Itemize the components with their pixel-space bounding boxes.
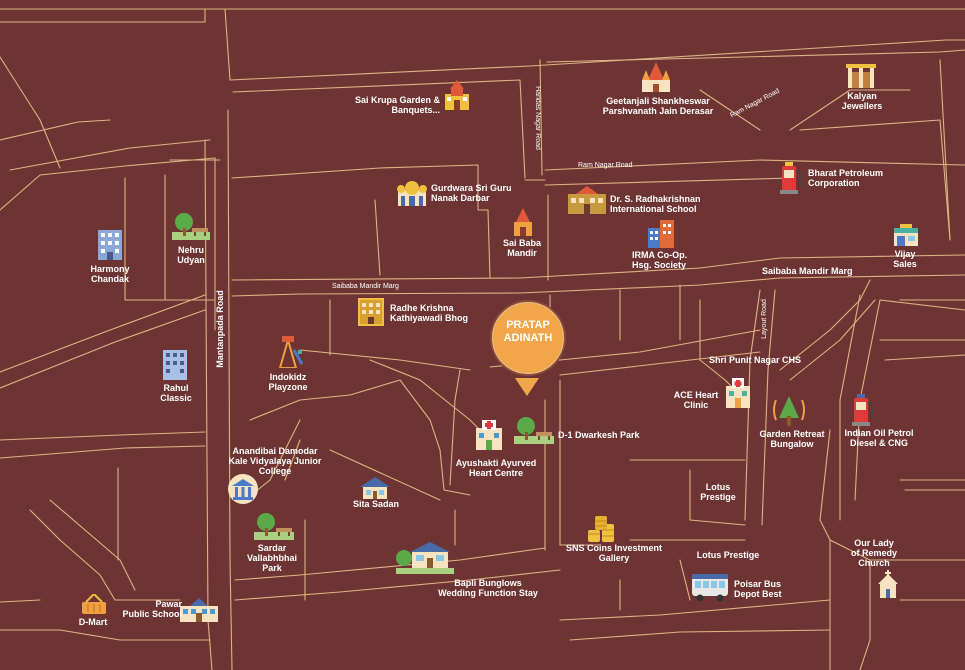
hospital-icon — [726, 378, 750, 408]
place-label-ayushakti: Ayushakti Ayurved Heart Centre — [455, 458, 537, 478]
place-label-sai-krupa: Sai Krupa Garden & Banquets... — [354, 95, 440, 115]
shop-icon — [894, 224, 918, 246]
road-label-haridas: Haridas Nagar Road — [534, 86, 541, 150]
park-icon — [254, 513, 294, 540]
road-label-saibaba-small: Saibaba Mandir Marg — [332, 283, 399, 290]
place-label-irma: IRMA Co-Op. Hsg. Society — [632, 250, 688, 270]
pin-arrow-icon — [515, 378, 539, 396]
place-label-harmony: Harmony Chandak — [90, 264, 130, 284]
place-label-poisar: Poisar Bus Depot Best — [734, 579, 782, 599]
place-label-sns-coins: SNS Coins Investment Gallery — [565, 543, 663, 563]
park-icon — [514, 417, 554, 444]
project-name: PRATAP ADINATH — [503, 319, 553, 344]
playground-icon — [278, 336, 304, 368]
place-label-d1-dwarkesh: D-1 Dwarkesh Park — [558, 430, 640, 440]
park-icon — [172, 213, 210, 240]
place-label-shri-punit: Shri Punit Nagar CHS — [708, 355, 801, 365]
building-icon — [163, 350, 187, 380]
place-label-bapli: Bapli Bunglows Wedding Function Stay — [438, 578, 538, 598]
place-label-sai-baba: Sai Baba Mandir — [502, 238, 542, 258]
bungalow-icon — [396, 542, 454, 574]
gurdwara-icon — [397, 181, 427, 206]
place-label-radhakrishnan: Dr. S. Radhakrishnan International Schoo… — [610, 194, 701, 214]
restaurant-icon — [358, 298, 384, 326]
fuel-pump-icon — [852, 394, 873, 426]
college-icon — [228, 474, 258, 504]
place-label-lotus-prestige-2: Lotus Prestige — [696, 550, 760, 560]
school-icon — [568, 186, 606, 214]
road-label-mantanpada: Mantanpada Road — [215, 290, 225, 368]
place-label-nehru-udyan: Nehru Udyan — [177, 245, 205, 265]
road-label-ram-nagar: Ram Nagar Road — [578, 162, 633, 169]
place-label-lotus-prestige-1: Lotus Prestige — [700, 482, 736, 502]
place-label-ace-heart: ACE Heart Clinic — [673, 390, 719, 410]
coins-icon — [588, 516, 614, 542]
place-label-anandibai: Anandibai Damodar Kale Vidyalaya Junior … — [228, 446, 322, 476]
place-label-our-lady: Our Lady of Remedy Church — [850, 538, 897, 568]
garden-tree-icon — [773, 396, 805, 426]
place-label-kalyan: Kalyan Jewellers — [841, 91, 883, 111]
church-icon — [878, 570, 898, 598]
project-location-pin[interactable]: PRATAP ADINATH — [492, 302, 564, 402]
shopping-basket-icon — [82, 594, 106, 614]
palace-icon — [445, 80, 469, 110]
pin-circle — [492, 302, 564, 374]
place-label-rahul-classic: Rahul Classic — [160, 383, 192, 403]
temple-icon — [642, 62, 670, 92]
place-label-indian-oil: Indian Oil Petrol Diesel & CNG — [844, 428, 914, 448]
place-label-pawar: Pawar Public School — [122, 599, 182, 619]
place-label-radhe-krishna: Radhe Krishna Kathiyawadi Bhog — [390, 303, 469, 323]
road-label-saibaba-big: Saibaba Mandir Marg — [762, 266, 853, 276]
place-label-garden-retreat: Garden Retreat Bungalow — [759, 429, 825, 449]
school-icon — [180, 598, 218, 622]
place-label-dmart: D-Mart — [78, 617, 108, 627]
building-icon — [98, 230, 122, 260]
place-label-geetanjali: Geetanjali Shankheswar Parshvanath Jain … — [602, 96, 714, 116]
place-label-gurdwara: Gurdwara Sri Guru Nanak Darbar — [431, 183, 512, 203]
bus-icon — [692, 574, 728, 602]
place-label-vijay-sales: Vijay Sales — [893, 249, 917, 269]
jewellery-store-icon — [846, 64, 876, 88]
house-icon — [360, 477, 390, 499]
place-label-sardar-park: Sardar Vallabhbhai Park — [246, 543, 297, 573]
road-label-layout: Layout Road — [761, 299, 768, 339]
place-label-indokidz: Indokidz Playzone — [268, 372, 308, 392]
building-icon — [648, 220, 674, 248]
temple-icon — [514, 208, 532, 236]
place-label-bharat-petroleum: Bharat Petroleum Corporation — [808, 168, 884, 188]
fuel-pump-icon — [780, 162, 801, 194]
hospital-icon — [476, 420, 502, 450]
place-label-sita-sadan: Sita Sadan — [352, 499, 399, 509]
